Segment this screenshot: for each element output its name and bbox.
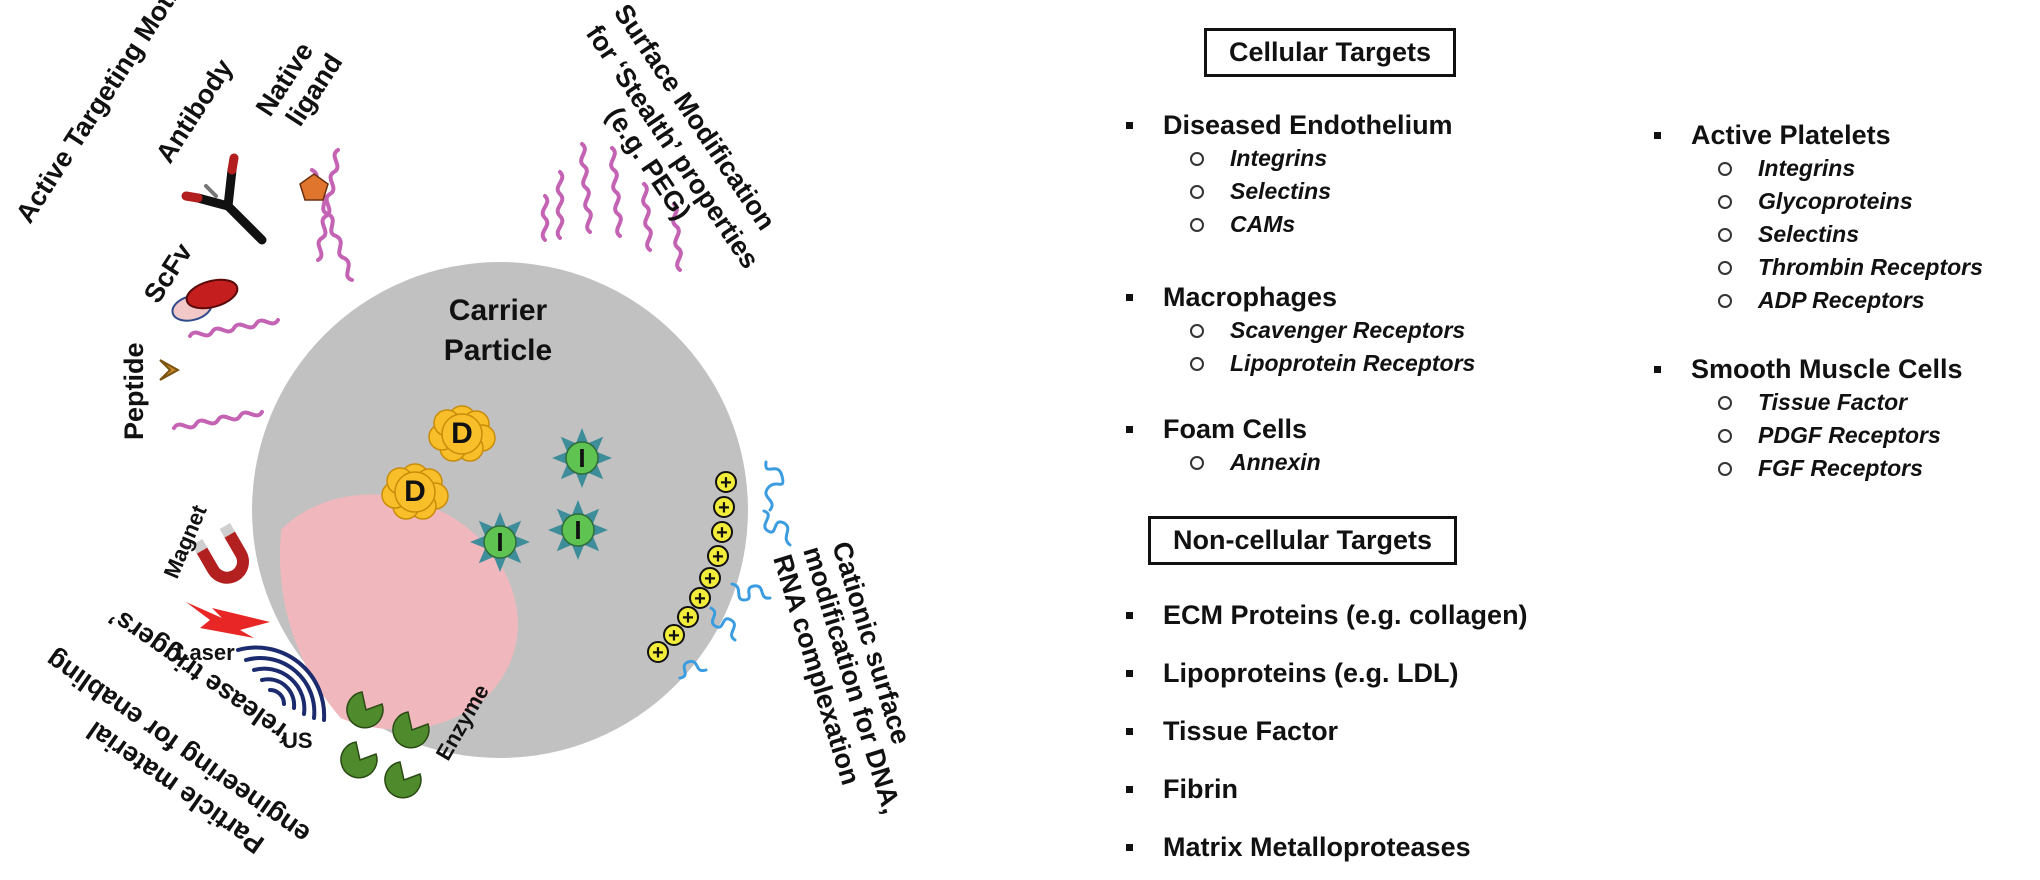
noncellular-item: Tissue Factor: [1126, 716, 1338, 747]
bullet-circle: [1190, 151, 1204, 166]
bullet-circle: [1718, 194, 1732, 209]
group-heading: Macrophages: [1163, 281, 1338, 312]
imaging-glyph: I: [578, 443, 585, 473]
bullet-circle: [1718, 395, 1732, 410]
noncellular-item: ECM Proteins (e.g. collagen): [1126, 600, 1528, 631]
imaging-agent: I: [552, 428, 612, 488]
noncellular-targets-title: Non-cellular Targets: [1148, 516, 1458, 565]
target-item: Tissue Factor: [1758, 389, 1908, 415]
target-item: PDGF Receptors: [1758, 422, 1941, 448]
magnet-icon: [191, 523, 249, 584]
drug-glyph: D: [404, 475, 426, 508]
peg-chains: [540, 142, 683, 272]
bullet-circle: [1190, 356, 1204, 371]
noncellular-item: Matrix Metalloproteases: [1126, 832, 1471, 863]
noncellular-item: Fibrin: [1126, 774, 1238, 805]
target-item: Selectins: [1758, 221, 1859, 247]
bullet-circle: [1190, 217, 1204, 232]
particle-label-line1: Carrier: [449, 294, 548, 327]
bullet-circle: [1190, 323, 1204, 338]
nucleic-acid-strands: [678, 460, 792, 680]
svg-text:+: +: [704, 568, 716, 590]
target-item: Lipoprotein Receptors: [1230, 350, 1476, 376]
imaging-agent: I: [470, 512, 530, 572]
imaging-glyph: I: [496, 527, 503, 557]
bullet-circle: [1718, 461, 1732, 476]
svg-text:+: +: [712, 546, 724, 568]
bullet-square: [1126, 728, 1133, 735]
diseased-endothelium-group: Diseased Endothelium Integrins Selectins…: [1126, 108, 1453, 241]
bullet-square: [1126, 293, 1133, 301]
group-heading: Foam Cells: [1163, 413, 1308, 444]
bullet-square: [1126, 121, 1133, 129]
peptide-icon: [159, 359, 181, 381]
scfv-icon: [171, 278, 239, 322]
smooth-muscle-group: Smooth Muscle Cells Tissue Factor PDGF R…: [1654, 352, 1963, 485]
target-item: Selectins: [1230, 178, 1331, 204]
target-item: FGF Receptors: [1758, 455, 1923, 481]
us-label: US: [282, 728, 313, 753]
target-item: Scavenger Receptors: [1230, 317, 1466, 343]
native-ligand-icon: [299, 173, 329, 201]
svg-text:+: +: [682, 607, 694, 629]
target-item: Glycoproteins: [1758, 188, 1913, 214]
antibody-label: Antibody: [150, 54, 239, 168]
noncellular-item: Lipoproteins (e.g. LDL): [1126, 658, 1458, 689]
cellular-targets-title: Cellular Targets: [1204, 28, 1457, 77]
carrier-particle-diagram: Carrier Particle D D I I I: [10, 0, 917, 860]
active-platelets-group: Active Platelets Integrins Glycoproteins…: [1654, 118, 1983, 317]
bullet-circle: [1718, 227, 1732, 242]
bullet-square: [1126, 612, 1133, 619]
foam-cells-group: Foam Cells Annexin: [1126, 412, 1321, 479]
svg-text:+: +: [694, 588, 706, 610]
bullet-square: [1126, 786, 1133, 793]
group-heading: Smooth Muscle Cells: [1691, 353, 1963, 384]
laser-label: Laser: [176, 640, 235, 665]
bullet-square: [1126, 425, 1133, 433]
group-heading: Active Platelets: [1691, 119, 1891, 150]
bullet-circle: [1718, 161, 1732, 176]
bullet-square: [1654, 365, 1661, 373]
drug-payload: D: [428, 405, 496, 462]
svg-text:+: +: [718, 497, 730, 519]
bullet-square: [1126, 844, 1133, 851]
magnet-label: Magnet: [159, 501, 212, 582]
svg-text:+: +: [652, 642, 664, 664]
macrophages-group: Macrophages Scavenger Receptors Lipoprot…: [1126, 280, 1475, 380]
particle-label-line2: Particle: [444, 334, 552, 367]
target-item: CAMs: [1230, 211, 1296, 237]
active-targeting-label: Active Targeting Motifs: [10, 0, 197, 228]
target-item: Integrins: [1758, 155, 1856, 181]
target-item: ADP Receptors: [1758, 287, 1925, 313]
release-trigger-region: [252, 494, 518, 730]
imaging-agent: I: [548, 500, 608, 560]
target-item: Annexin: [1230, 449, 1321, 475]
svg-text:+: +: [668, 625, 680, 647]
ultrasound-icon: [236, 645, 327, 722]
laser-icon: [186, 602, 270, 638]
target-item: Thrombin Receptors: [1758, 254, 1983, 280]
group-heading: Diseased Endothelium: [1163, 109, 1453, 140]
cation-chain: + + + + + + + + +: [647, 471, 737, 664]
bullet-circle: [1718, 293, 1732, 308]
bullet-circle: [1190, 455, 1204, 470]
bullet-circle: [1190, 184, 1204, 199]
peptide-label: Peptide: [119, 342, 149, 440]
svg-text:+: +: [716, 522, 728, 544]
target-item: Integrins: [1230, 145, 1328, 171]
bullet-square: [1126, 670, 1133, 677]
imaging-glyph: I: [574, 515, 581, 545]
bullet-circle: [1718, 260, 1732, 275]
drug-glyph: D: [451, 417, 473, 450]
antibody-icon: [181, 153, 267, 245]
bullet-square: [1654, 131, 1661, 139]
drug-payload: D: [381, 463, 449, 520]
svg-text:+: +: [720, 472, 732, 494]
bullet-circle: [1718, 428, 1732, 443]
